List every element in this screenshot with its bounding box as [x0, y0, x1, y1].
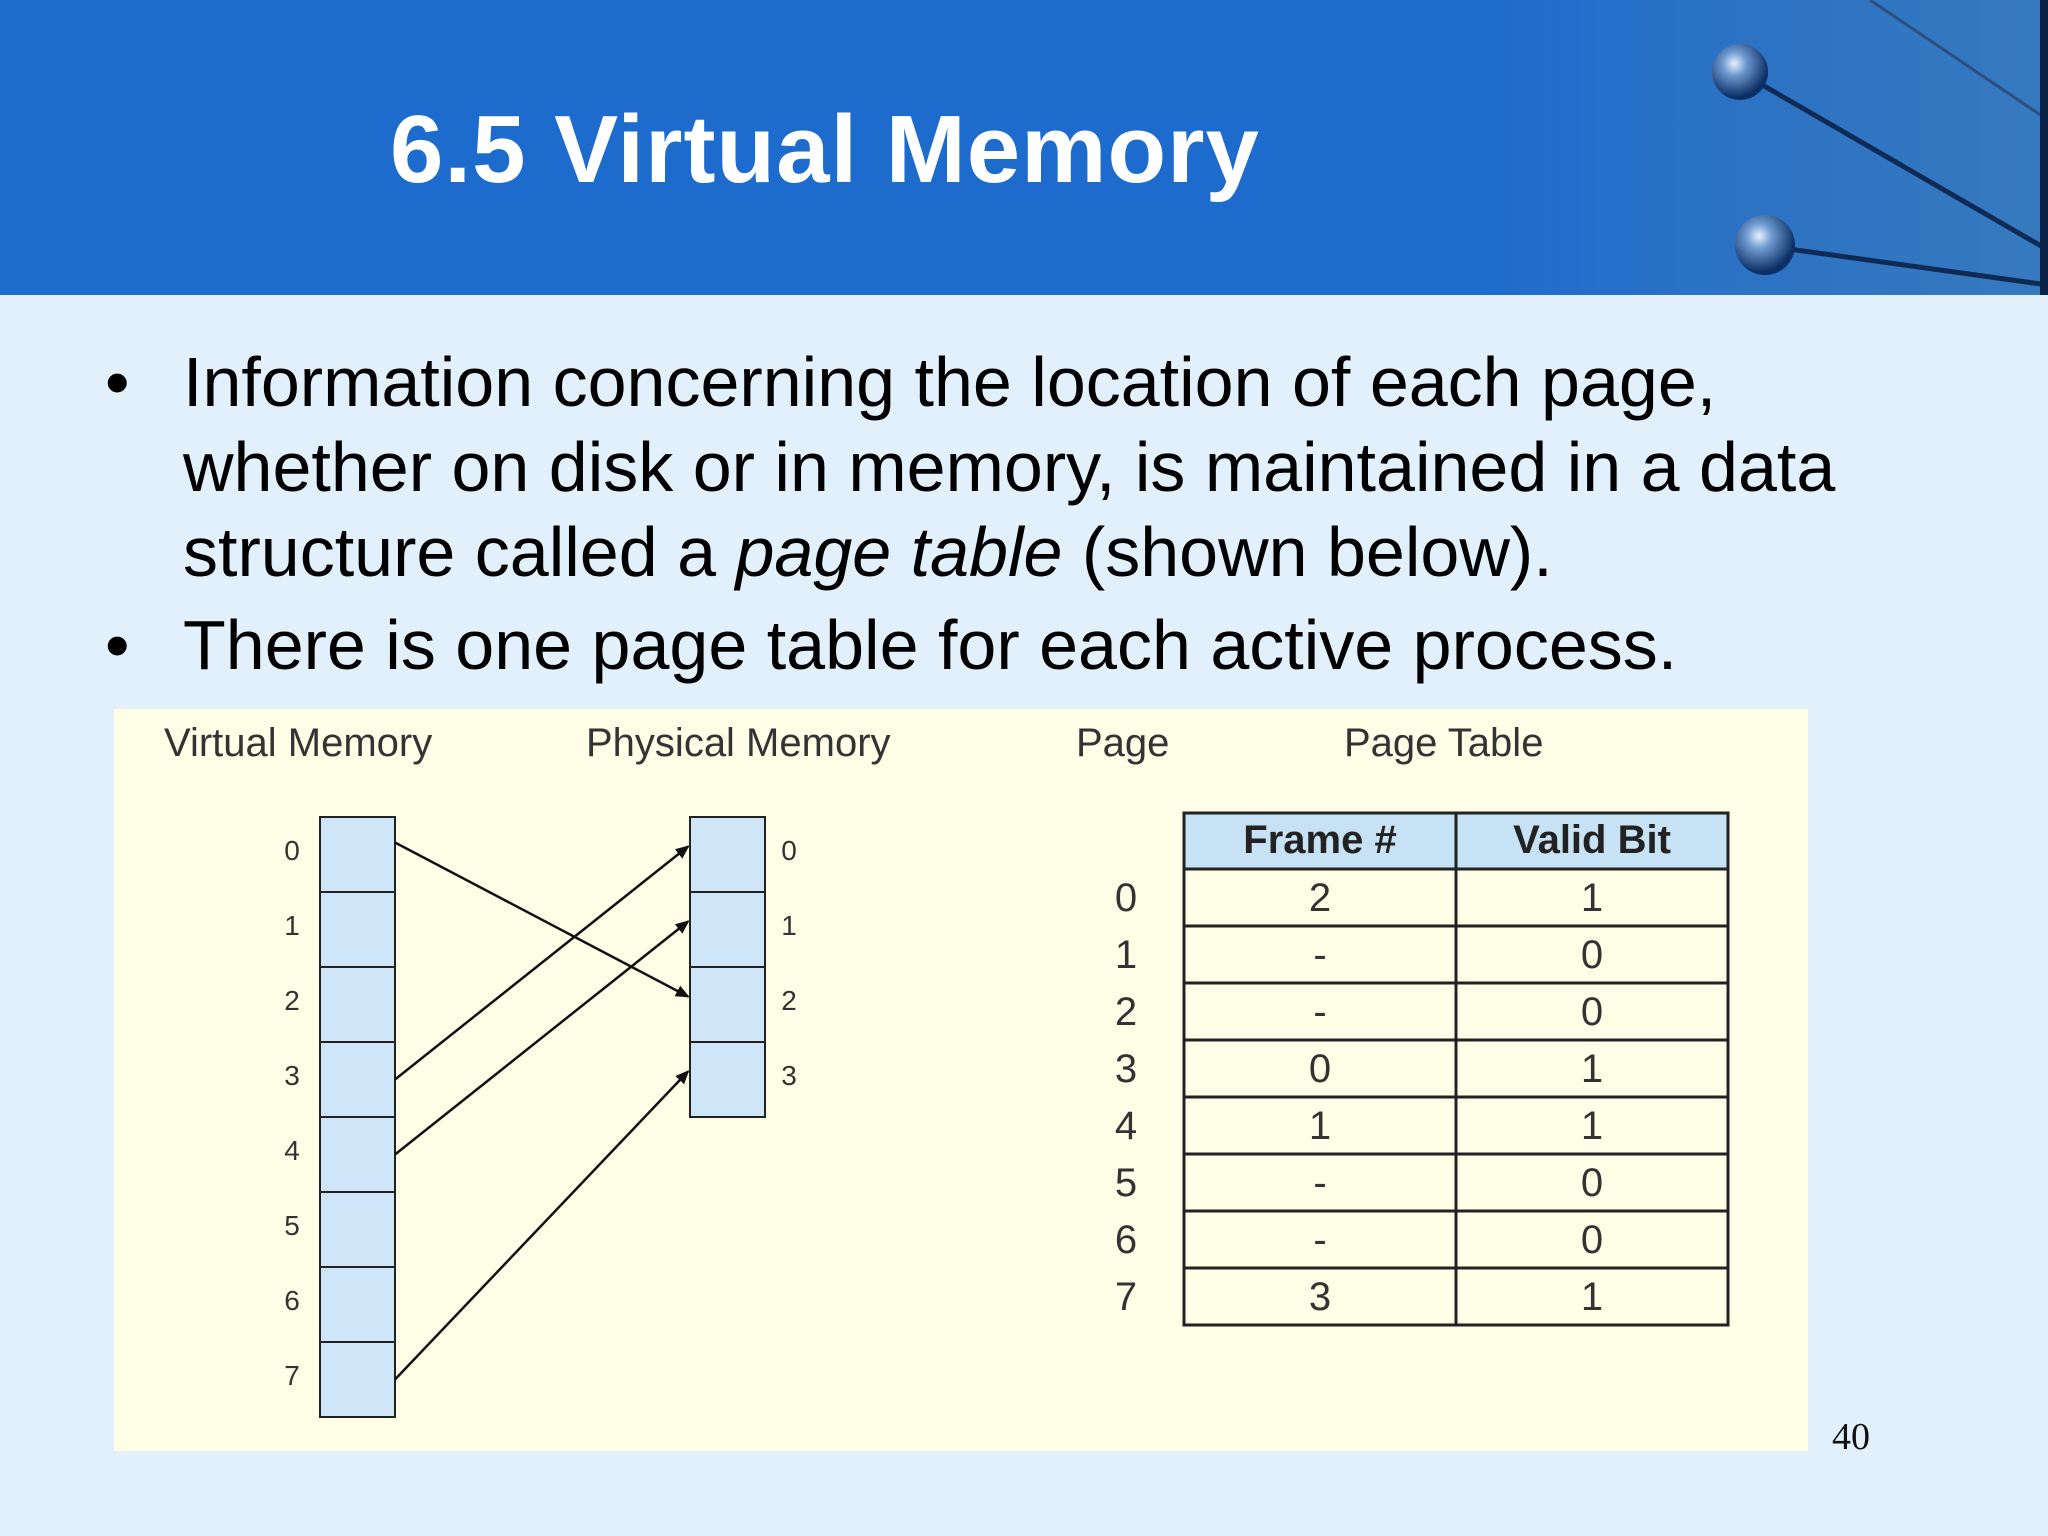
valid-bit-value: 0	[1581, 933, 1603, 977]
valid-bit-value: 0	[1581, 1161, 1603, 1205]
frame-value: -	[1313, 990, 1326, 1034]
virtual-page-number: 3	[284, 1060, 300, 1091]
virtual-page-cell	[319, 1041, 396, 1118]
page-row-number: 3	[1115, 1047, 1137, 1091]
valid-bit-value: 0	[1581, 1218, 1603, 1262]
valid-bit-cell	[1454, 1095, 1730, 1156]
valid-bit-value: 1	[1581, 1047, 1603, 1091]
page-row-number: 4	[1115, 1104, 1137, 1148]
frame-value: -	[1313, 933, 1326, 977]
bullet-list: • Information concerning the location of…	[105, 340, 1905, 688]
valid-bit-cell	[1454, 1209, 1730, 1270]
virtual-page-cell	[319, 1341, 396, 1418]
virtual-page-cell	[319, 966, 396, 1043]
valid-bit-value: 0	[1581, 990, 1603, 1034]
bullet-item: • There is one page table for each activ…	[105, 603, 1905, 688]
page-row-number: 2	[1115, 990, 1137, 1034]
virtual-page-number: 7	[284, 1360, 300, 1391]
virtual-page-cell	[319, 816, 396, 893]
virtual-page-cell	[319, 1266, 396, 1343]
frame-value: 1	[1309, 1104, 1331, 1148]
physical-memory-header: Physical Memory	[586, 721, 891, 765]
physical-frame-number: 1	[781, 910, 797, 941]
frame-cell	[1182, 1209, 1458, 1270]
valid-bit-cell	[1454, 981, 1730, 1042]
bullet-emphasis: page table	[735, 513, 1063, 591]
physical-frame-number: 2	[781, 985, 797, 1016]
page-table: Frame # Valid Bit 0 2 1 1 - 0 2 - 0 3 0 1 4 1 1 5 - 0 6 - 0 7 3 1	[1115, 811, 1730, 1327]
mapping-arrows	[394, 841, 690, 1381]
mapping-arrow	[394, 845, 690, 1081]
physical-frame-cell	[689, 966, 766, 1043]
frame-value: 2	[1309, 876, 1331, 920]
virtual-page-cell	[319, 1116, 396, 1193]
bullet-marker: •	[105, 606, 130, 684]
valid-bit-cell	[1454, 1266, 1730, 1327]
valid-bit-cell	[1454, 867, 1730, 928]
physical-frame-cell	[689, 1041, 766, 1118]
page-row-number: 0	[1115, 876, 1137, 920]
physical-frame-cell	[689, 816, 766, 893]
frame-value: -	[1313, 1161, 1326, 1205]
page-row-number: 7	[1115, 1275, 1137, 1319]
page-row-number: 1	[1115, 933, 1137, 977]
bullet-text: Information concerning the location of e…	[183, 343, 1836, 591]
physical-frame-number: 0	[781, 835, 797, 866]
title-bar: 6.5 Virtual Memory	[0, 0, 2048, 295]
mapping-arrow	[394, 1070, 690, 1381]
physical-frame-number: 3	[781, 1060, 797, 1091]
virtual-page-cell	[319, 1191, 396, 1268]
physical-frame-cell	[689, 891, 766, 968]
virtual-page-number: 5	[284, 1210, 300, 1241]
virtual-page-number: 2	[284, 985, 300, 1016]
valid-bit-value: 1	[1581, 1104, 1603, 1148]
valid-bit-value: 1	[1581, 1275, 1603, 1319]
valid-bit-cell	[1454, 1038, 1730, 1099]
mapping-arrow	[394, 920, 690, 1156]
frame-value: -	[1313, 1218, 1326, 1262]
frame-cell	[1182, 1266, 1458, 1327]
frame-column-header: Frame #	[1243, 818, 1396, 862]
bullet-text-tail: (shown below).	[1062, 513, 1553, 591]
virtual-memory-column: 0 1 2 3 4 5 6 7	[284, 816, 396, 1418]
page-number: 40	[1832, 1416, 1870, 1458]
slide-title: 6.5 Virtual Memory	[390, 96, 1260, 203]
page-table-diagram: Virtual Memory Physical Memory Page Page…	[114, 709, 1808, 1451]
mapping-arrow	[394, 841, 690, 998]
bullet-text: There is one page table for each active …	[183, 606, 1678, 684]
diagram-canvas: Virtual Memory Physical Memory Page Page…	[164, 721, 1730, 1418]
page-row-number: 6	[1115, 1218, 1137, 1262]
valid-bit-cell	[1454, 924, 1730, 985]
page-table-header: Page Table	[1344, 721, 1543, 765]
virtual-page-number: 4	[284, 1135, 300, 1166]
virtual-page-number: 6	[284, 1285, 300, 1316]
pin-decoration-icon	[1640, 0, 2048, 295]
valid-bit-value: 1	[1581, 876, 1603, 920]
page-header: Page	[1076, 721, 1169, 765]
virtual-memory-header: Virtual Memory	[164, 721, 432, 765]
virtual-page-cell	[319, 891, 396, 968]
physical-memory-column: 0 1 2 3	[689, 816, 797, 1118]
valid-bit-cell	[1454, 1152, 1730, 1213]
bullet-item: • Information concerning the location of…	[105, 340, 1905, 595]
bullet-marker: •	[105, 343, 130, 421]
valid-bit-column-header: Valid Bit	[1513, 818, 1671, 862]
virtual-page-number: 0	[284, 835, 300, 866]
frame-value: 0	[1309, 1047, 1331, 1091]
frame-value: 3	[1309, 1275, 1331, 1319]
page-row-number: 5	[1115, 1161, 1137, 1205]
virtual-page-number: 1	[284, 910, 300, 941]
